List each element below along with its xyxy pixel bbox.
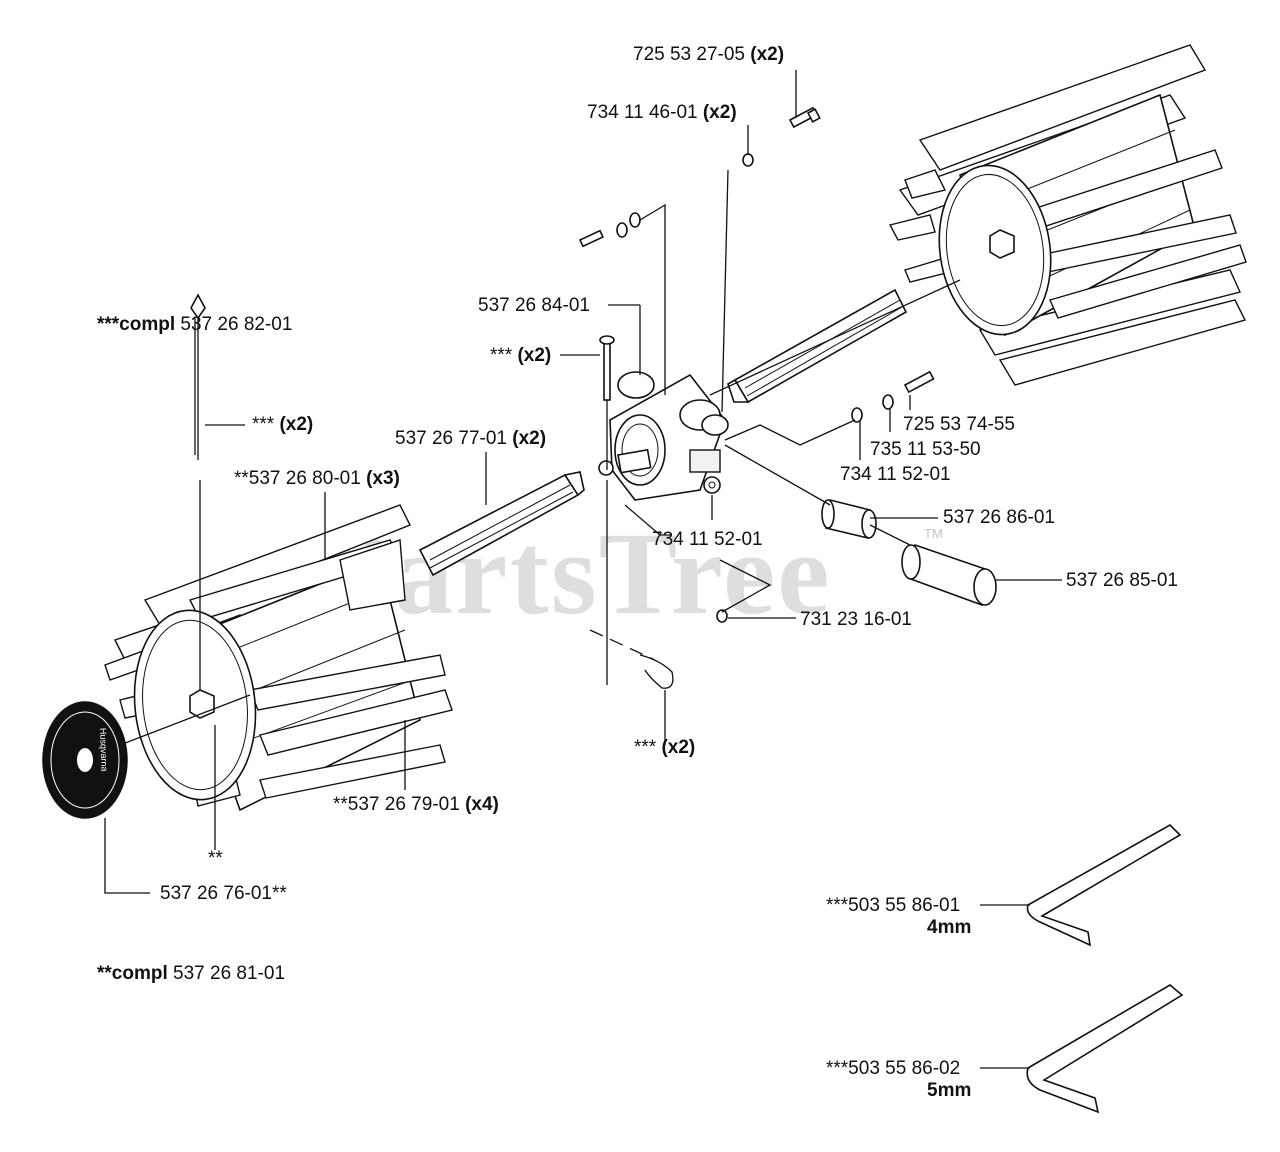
label-537-26-86-01: 537 26 86-01: [943, 507, 1055, 528]
left-tine-rotor: [104, 504, 453, 812]
spacer-long: [901, 543, 997, 607]
label-537-26-85-01: 537 26 85-01: [1066, 570, 1178, 591]
left-shaft: [418, 471, 585, 577]
watermark: PartsTree: [320, 508, 832, 639]
watermark-trademark: TM: [924, 526, 943, 541]
label-5mm: 5mm: [927, 1080, 972, 1101]
hub-cap: Husqvarna: [42, 701, 128, 819]
label-725-53-74-55: 725 53 74-55: [903, 414, 1015, 435]
spacer-short: [821, 499, 877, 539]
label-4mm: 4mm: [927, 917, 972, 938]
label-537-26-76-01: 537 26 76-01**: [160, 883, 287, 904]
label-537-26-84-01: 537 26 84-01: [478, 295, 590, 316]
small-hardware: [190, 106, 935, 689]
label-hair-pin-x2: *** (x2): [634, 737, 696, 758]
hex-key-4mm: [1026, 824, 1182, 947]
label-725-53-27-05: 725 53 27-05 (x2): [633, 44, 785, 65]
label-cotter-pin-x2: *** (x2): [252, 414, 314, 435]
hex-key-5mm: [1026, 984, 1184, 1114]
label-compl-537-26-81-01: **compl 537 26 81-01: [97, 963, 286, 984]
label-731-23-16-01: 731 23 16-01: [800, 609, 912, 630]
label-double-star: **: [208, 848, 223, 869]
label-735-11-53-50: 735 11 53-50: [870, 439, 981, 460]
label-pin-x2: *** (x2): [490, 345, 552, 366]
label-734-11-52-01-lower: 734 11 52-01: [652, 529, 763, 550]
right-tine-rotor: [888, 44, 1247, 386]
leader-lines: [104, 70, 1062, 1069]
label-734-11-46-01: 734 11 46-01 (x2): [587, 102, 737, 123]
label-compl-537-26-82-01: ***compl 537 26 82-01: [97, 314, 293, 335]
label-537-26-79-01: **537 26 79-01 (x4): [333, 794, 499, 815]
label-503-55-86-02: ***503 55 86-02: [826, 1058, 961, 1079]
label-503-55-86-01: ***503 55 86-01: [826, 895, 961, 916]
label-537-26-80-01: **537 26 80-01 (x3): [234, 468, 400, 489]
right-shaft: [727, 288, 908, 404]
hub-cap-decal-text: Husqvarna: [98, 728, 110, 772]
label-734-11-52-01-upper: 734 11 52-01: [840, 464, 951, 485]
label-537-26-77-01: 537 26 77-01 (x2): [395, 428, 547, 449]
gearbox: [598, 371, 729, 501]
